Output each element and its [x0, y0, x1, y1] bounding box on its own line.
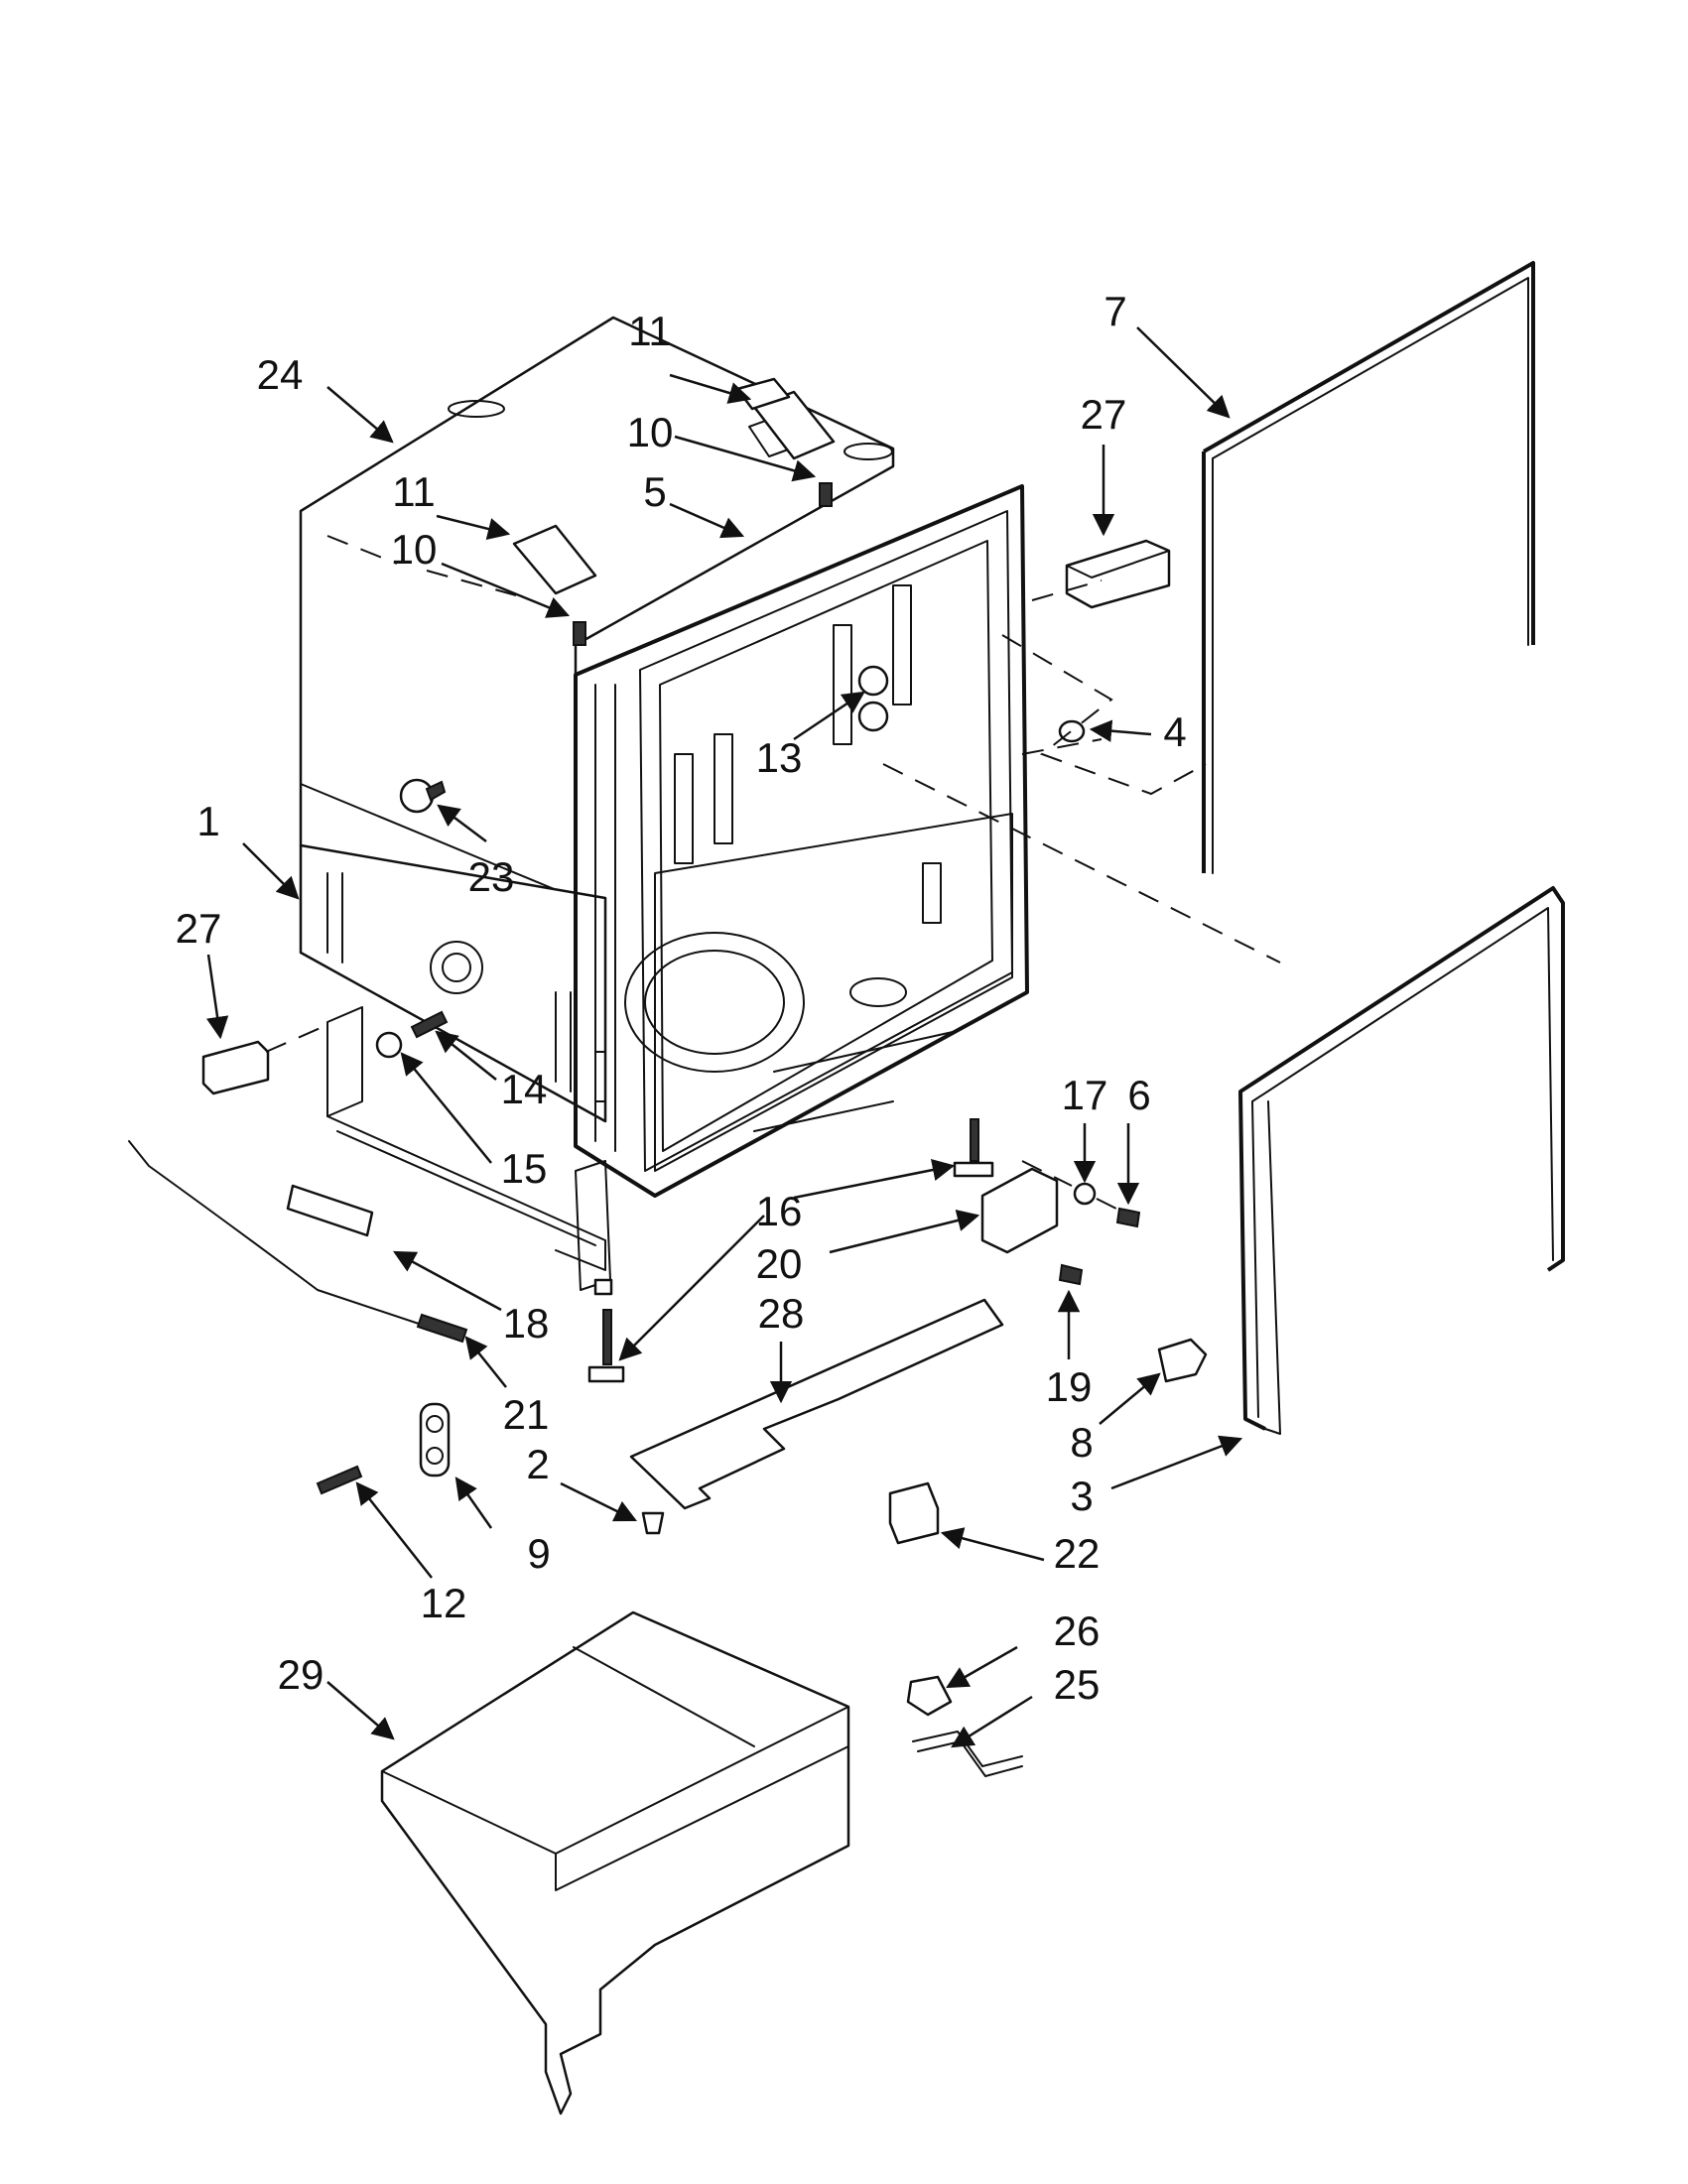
cover-plate-part-28 [629, 1298, 1004, 1510]
screw-part-10 [573, 482, 833, 646]
assembly-guide-lines [265, 535, 1281, 1210]
drain-hose-part-18 [128, 1140, 438, 1331]
callout-14: 14 [501, 1066, 548, 1112]
grommet-part-15 [375, 1031, 403, 1059]
callout-24: 24 [257, 351, 304, 398]
callout-26: 26 [1054, 1607, 1101, 1654]
callout-6: 6 [1127, 1072, 1150, 1118]
grommet-part-13 [857, 665, 889, 732]
callout-16-top: 16 [756, 1188, 803, 1234]
screw-part-6 [1115, 1207, 1141, 1228]
nut-part-17 [1073, 1182, 1097, 1206]
callout-2: 2 [526, 1441, 549, 1487]
callout-25: 25 [1054, 1661, 1101, 1708]
callout-27-left: 27 [176, 905, 222, 952]
callout-4: 4 [1163, 708, 1186, 755]
callout-17: 17 [1062, 1072, 1108, 1118]
callout-22: 22 [1054, 1530, 1101, 1577]
clip-part-8 [1157, 1338, 1208, 1383]
callout-9: 9 [527, 1530, 550, 1577]
callout-7: 7 [1104, 288, 1126, 334]
bracket-part-20 [980, 1167, 1059, 1254]
callout-12: 12 [421, 1580, 467, 1626]
callout-23: 23 [468, 853, 515, 900]
insulation-blanket-part-29 [380, 1610, 850, 2116]
fastener-part-23 [399, 778, 447, 814]
callout-29: 29 [278, 1651, 325, 1698]
screw-part-19 [1058, 1263, 1084, 1286]
callout-3: 3 [1070, 1473, 1093, 1519]
base-frame [326, 1006, 613, 1296]
callout-13: 13 [756, 734, 803, 781]
screw-part-14 [410, 1010, 449, 1039]
callout-20: 20 [756, 1240, 803, 1287]
callout-15: 15 [501, 1145, 548, 1192]
tub-part-1 [299, 406, 1029, 1198]
bolt-part-12 [316, 1465, 363, 1495]
seal-block-part-27-right [1065, 539, 1171, 609]
callout-1: 1 [196, 798, 219, 844]
callout-11-left: 11 [392, 468, 436, 515]
callout-8: 8 [1070, 1419, 1093, 1466]
bracket-part-9 [419, 1402, 451, 1477]
callout-18: 18 [503, 1300, 550, 1347]
callout-28: 28 [758, 1290, 805, 1337]
callout-11-top: 11 [628, 308, 672, 354]
switch-part-22 [888, 1481, 940, 1545]
callout-10-left: 10 [391, 526, 438, 573]
plug-part-2 [641, 1511, 665, 1535]
leveling-leg-part-16 [587, 1118, 994, 1383]
callout-27-right: 27 [1081, 391, 1127, 438]
door-gasket-part-7 [1202, 261, 1535, 874]
bracket-part-25 [912, 1731, 1023, 1777]
callout-19: 19 [1046, 1363, 1093, 1410]
float-part-26 [906, 1675, 953, 1717]
callout-5: 5 [643, 468, 666, 515]
callout-21: 21 [503, 1391, 550, 1438]
seal-block-part-27-left [201, 1040, 270, 1095]
leader-arrows [205, 326, 1243, 1748]
callout-10-top: 10 [627, 409, 674, 455]
callout-labels: 24 11 10 5 11 10 7 27 4 13 23 1 27 14 15… [176, 288, 1187, 1708]
sensor-part-21 [416, 1313, 468, 1344]
door-gasket-part-3 [1238, 886, 1565, 1435]
